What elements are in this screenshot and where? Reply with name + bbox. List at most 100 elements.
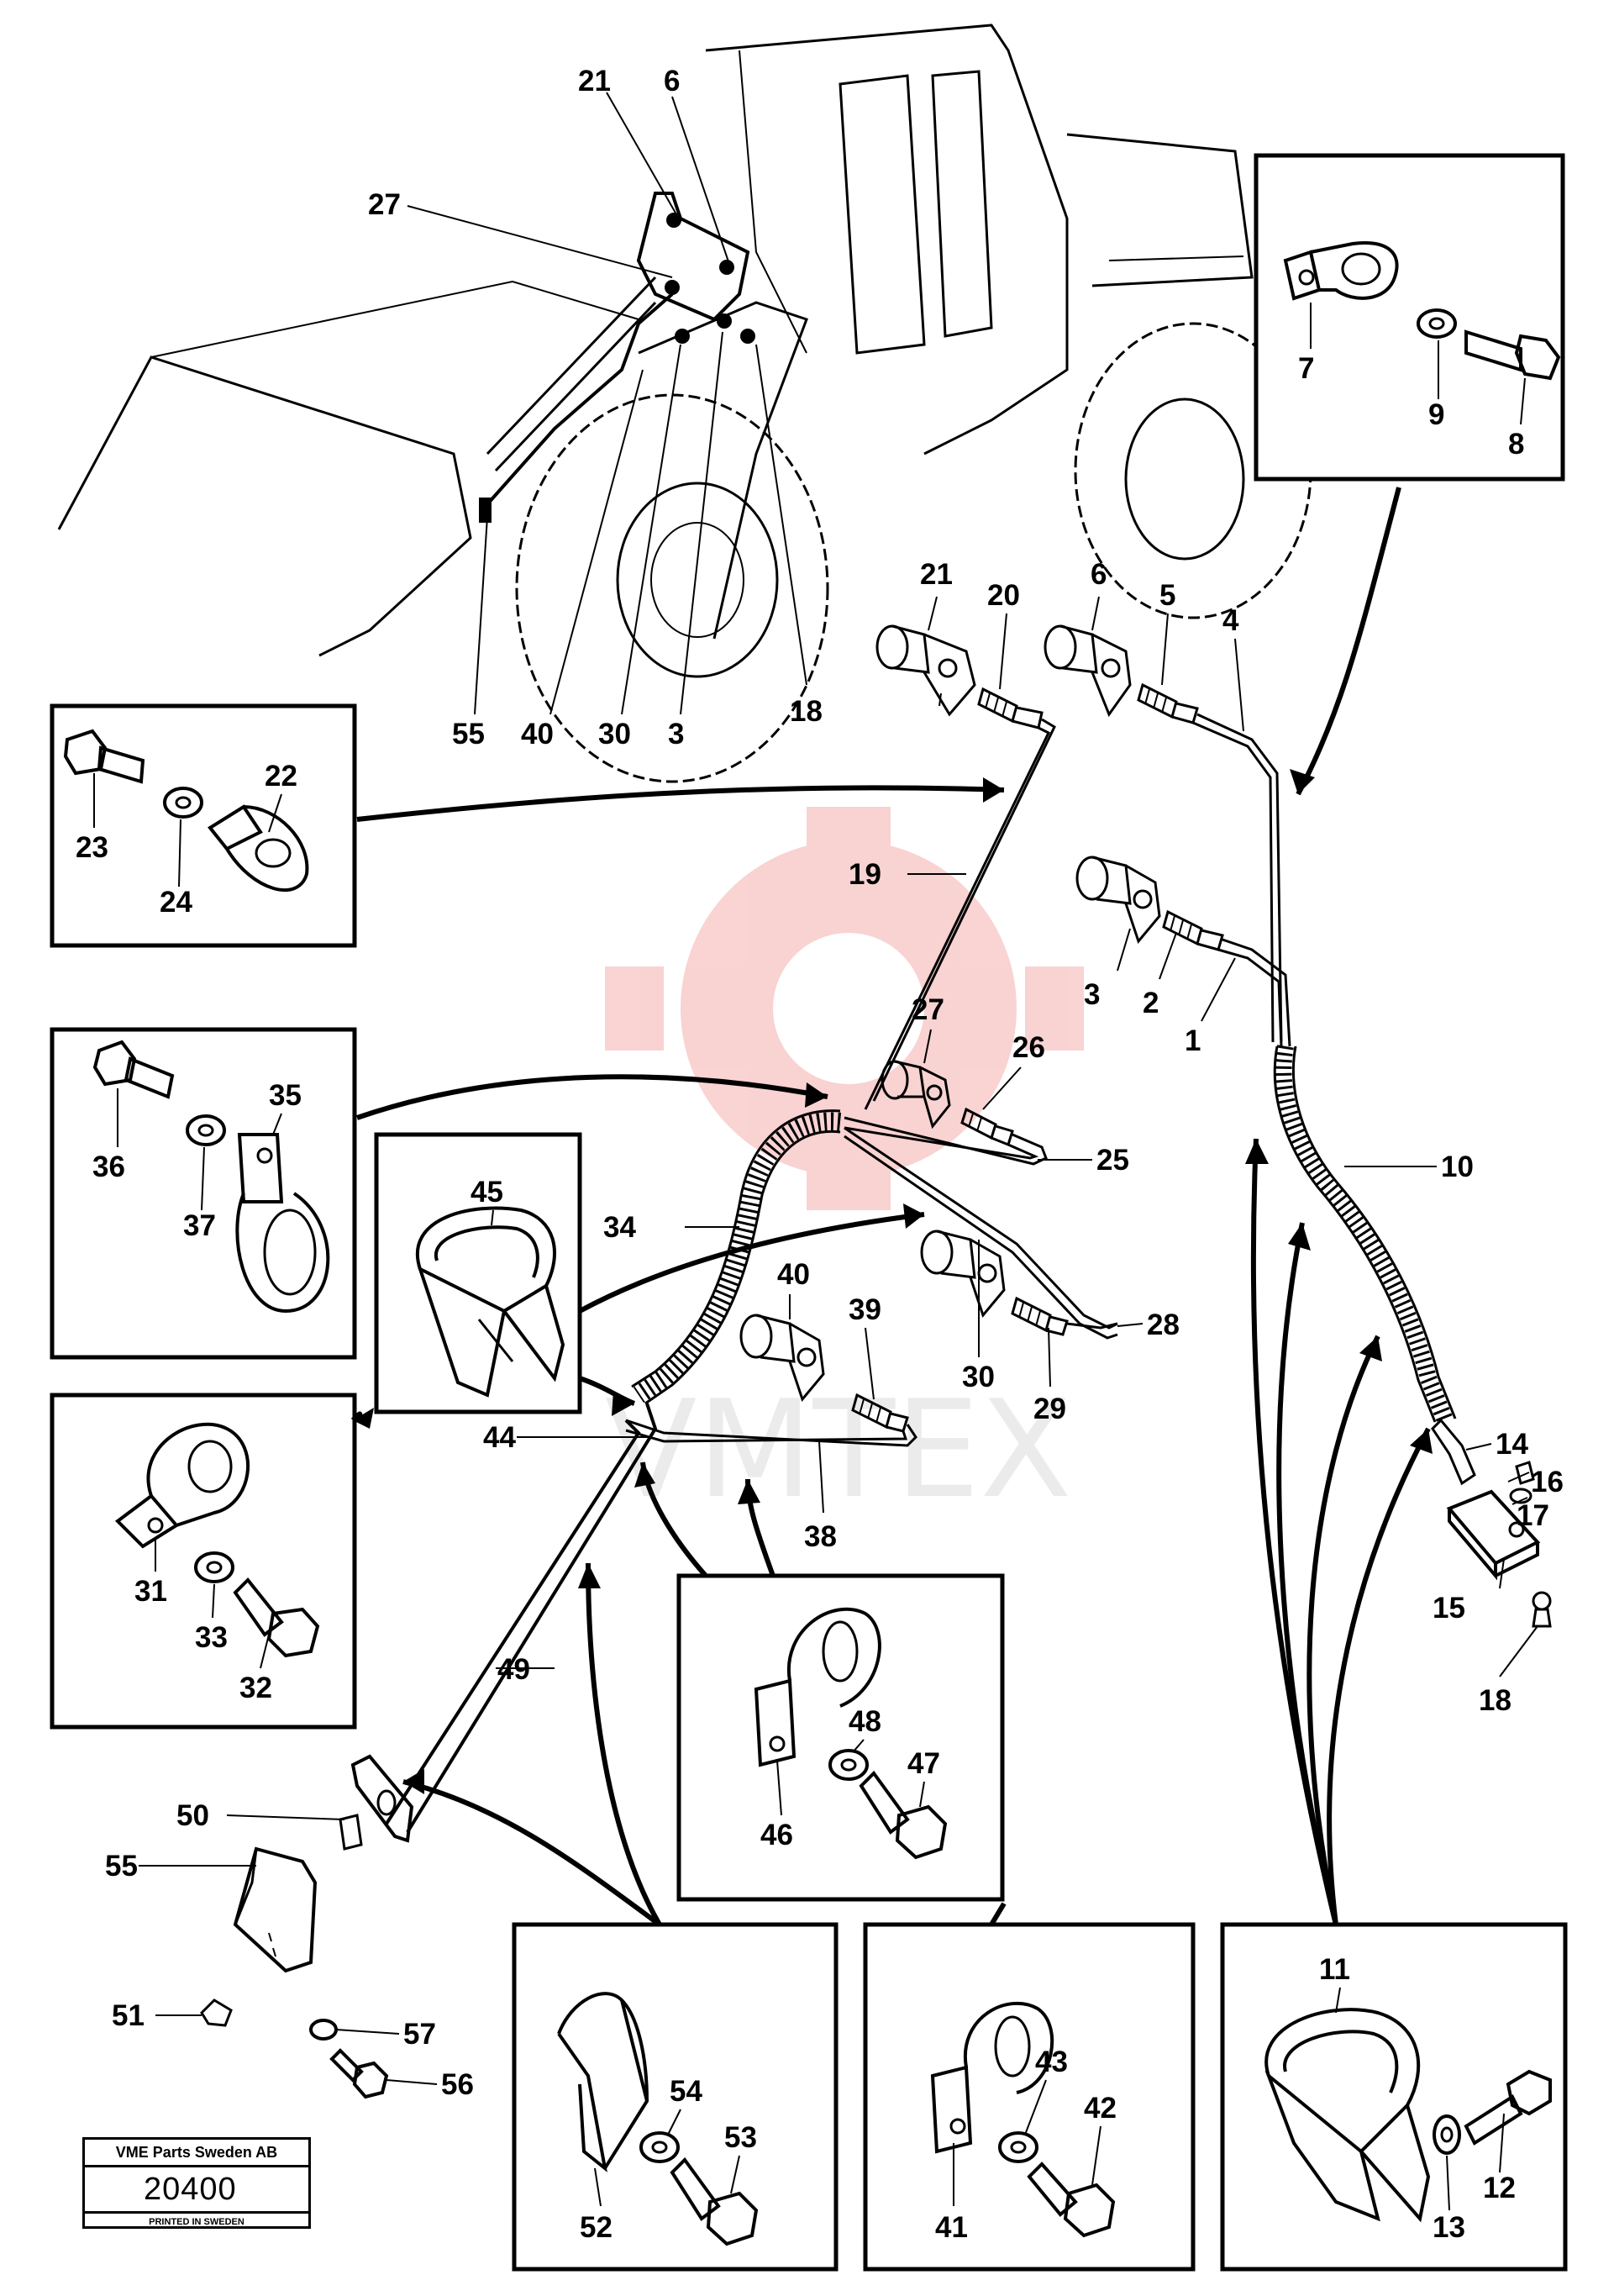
label-main-3: 3 (1084, 978, 1100, 1011)
label-main-5: 5 (1159, 579, 1175, 612)
label-box6-46: 46 (760, 1819, 793, 1851)
label-box6-47: 47 (907, 1747, 940, 1780)
label-box6-48: 48 (849, 1705, 881, 1738)
company-name: VME Parts Sweden AB (85, 2140, 308, 2167)
label-main-20: 20 (987, 579, 1020, 612)
bolt-part-53 (670, 2156, 759, 2246)
clamp-part-11 (1264, 2008, 1431, 2223)
label-main-56: 56 (441, 2068, 474, 2101)
washer-part-48 (828, 1749, 869, 1781)
label-main-44: 44 (483, 1421, 516, 1454)
drawing-number: 20400 (85, 2167, 308, 2214)
label-box7-53: 53 (724, 2121, 757, 2154)
label-box4-45: 45 (471, 1176, 503, 1209)
title-block: VME Parts Sweden AB 20400 PRINTED IN SWE… (82, 2137, 311, 2229)
label-main-4: 4 (1222, 604, 1239, 637)
detail-box-3 (50, 1027, 357, 1360)
leader-lines (139, 596, 1538, 2085)
label-main-39: 39 (849, 1293, 881, 1326)
label-main-38: 38 (804, 1520, 837, 1553)
label-box3-36: 36 (92, 1151, 125, 1183)
label-box5-33: 33 (195, 1621, 228, 1654)
label-main-57: 57 (403, 2018, 436, 2051)
clamp-part-35 (235, 1133, 330, 1314)
label-main-27: 27 (912, 993, 944, 1026)
label-box9-12: 12 (1483, 2172, 1516, 2204)
detail-box-7 (512, 1922, 839, 2272)
label-machine-27: 27 (368, 188, 401, 221)
grease-nipple-27 (881, 1060, 951, 1130)
washer-part-24 (163, 787, 203, 819)
label-machine-21: 21 (578, 65, 611, 97)
label-main-18: 18 (1479, 1684, 1511, 1717)
label-main-15: 15 (1433, 1592, 1465, 1625)
detail-box-5 (50, 1393, 357, 1730)
label-box9-11: 11 (1319, 1953, 1350, 1986)
grease-nipple-30 (920, 1230, 1006, 1319)
distribution-block-15 (1446, 1489, 1541, 1581)
label-box1-8: 8 (1508, 428, 1524, 461)
washer-part-33 (194, 1551, 234, 1583)
label-main-16: 16 (1531, 1466, 1564, 1498)
label-main-14: 14 (1496, 1428, 1528, 1461)
fitting-29 (1011, 1296, 1069, 1336)
label-box7-54: 54 (670, 2075, 702, 2108)
label-machine-18: 18 (790, 695, 823, 728)
watermark-logo: VMTEX (605, 807, 1084, 1528)
label-box3-37: 37 (183, 1209, 216, 1242)
fitting-5 (1137, 682, 1199, 724)
label-main-17: 17 (1517, 1499, 1549, 1532)
label-main-25: 25 (1096, 1144, 1129, 1177)
label-box1-9: 9 (1428, 398, 1444, 431)
label-main-21: 21 (920, 558, 953, 591)
label-box7-52: 52 (580, 2211, 612, 2244)
detail-box-9 (1220, 1922, 1568, 2272)
detail-box-1 (1254, 153, 1565, 482)
clamp-part-45 (416, 1206, 565, 1398)
label-main-26: 26 (1012, 1031, 1045, 1064)
bolt-part-47 (859, 1770, 948, 1860)
bolt-part-8 (1464, 329, 1561, 381)
label-box8-43: 43 (1035, 2046, 1068, 2078)
label-main-1: 1 (1185, 1024, 1201, 1057)
label-main-49: 49 (497, 1653, 530, 1686)
label-box9-13: 13 (1433, 2211, 1465, 2244)
bolt-part-42 (1027, 2162, 1116, 2238)
washer-part-43 (998, 2131, 1038, 2163)
label-machine-3: 3 (668, 718, 684, 750)
fitting-2 (1162, 909, 1224, 951)
fitting-39 (851, 1393, 909, 1433)
printed-note: PRINTED IN SWEDEN (149, 2217, 244, 2227)
grease-nipple-18 (1532, 1591, 1552, 1628)
clamp-part-31 (114, 1422, 250, 1549)
bolt-part-23 (63, 729, 145, 784)
watermark-text: VMTEX (605, 1371, 1072, 1528)
lube-assembly (200, 624, 1552, 2099)
grease-nipple-40 (739, 1314, 825, 1403)
washer-part-37 (186, 1114, 226, 1146)
label-box3-35: 35 (269, 1079, 302, 1112)
detail-box-8 (863, 1922, 1196, 2272)
label-box2-24: 24 (160, 886, 192, 919)
label-main-34: 34 (603, 1211, 636, 1244)
bolt-part-32 (233, 1577, 320, 1658)
bolt-part-36 (92, 1040, 175, 1099)
clamp-part-46 (754, 1607, 881, 1767)
washer-part-9 (1417, 308, 1457, 339)
label-main-28: 28 (1147, 1309, 1180, 1341)
label-main-30: 30 (962, 1361, 995, 1393)
label-main-19: 19 (849, 858, 881, 891)
fitting-26 (960, 1107, 1014, 1146)
label-machine-6: 6 (664, 65, 680, 97)
fitting-20 (977, 687, 1044, 729)
label-machine-30: 30 (598, 718, 631, 750)
label-box5-32: 32 (239, 1672, 272, 1704)
label-machine-40: 40 (521, 718, 554, 750)
bolt-part-12 (1464, 2069, 1552, 2146)
label-machine-55: 55 (452, 718, 485, 750)
label-box8-42: 42 (1084, 2092, 1117, 2125)
label-main-2: 2 (1143, 987, 1159, 1019)
clamp-part-52 (557, 1992, 649, 2172)
